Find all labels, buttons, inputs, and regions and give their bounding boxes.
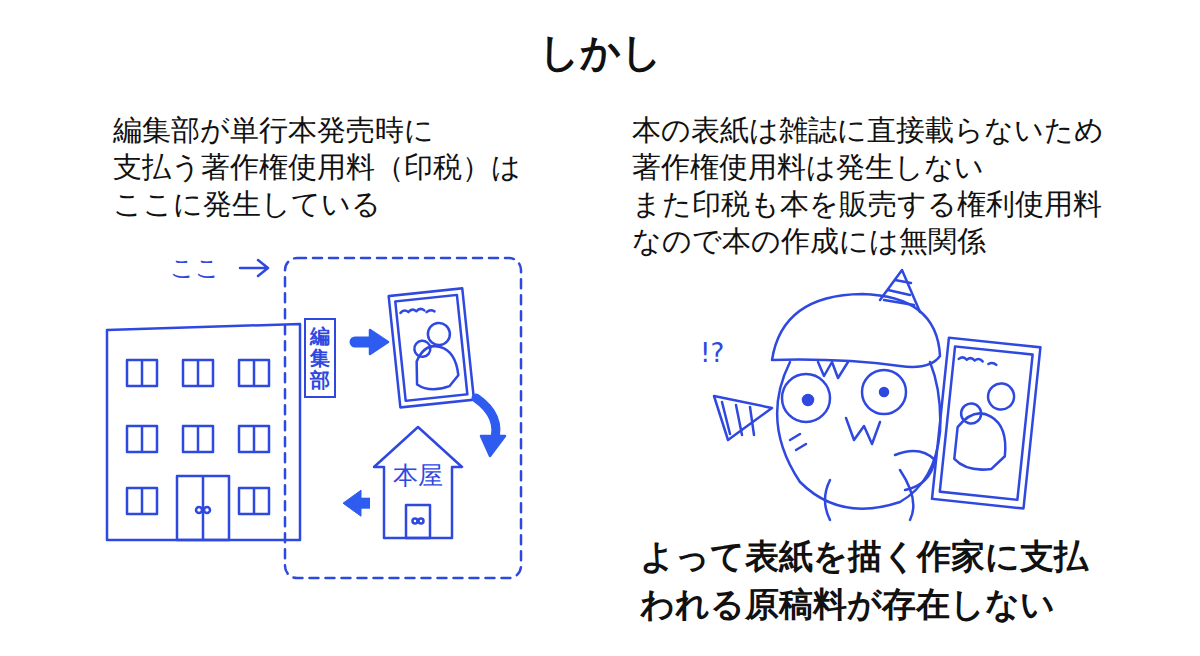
- book: [389, 288, 474, 407]
- sign-board: 編集部: [304, 318, 336, 398]
- window-bar: [141, 488, 144, 514]
- dashed-region: [285, 258, 521, 578]
- window: [183, 426, 213, 452]
- outline-group: [107, 324, 300, 540]
- shop-name: 本屋: [372, 461, 464, 491]
- door-knob: [413, 519, 418, 524]
- door-knob: [419, 519, 424, 524]
- window: [239, 360, 269, 386]
- window: [239, 488, 269, 514]
- building-outline: [107, 324, 300, 540]
- shop-node: 本屋: [372, 425, 464, 540]
- conclusion-text: よって表紙を描く作家に支払 われる原稿料が存在しない: [640, 532, 1088, 628]
- window-bar: [253, 488, 256, 514]
- pointer-arrow: [240, 260, 268, 276]
- character: [714, 270, 1040, 520]
- building-node: 編集部: [105, 318, 341, 542]
- pointer-label: ここ: [170, 254, 220, 282]
- door: [177, 476, 229, 540]
- window: [127, 488, 157, 514]
- door-knob: [196, 507, 202, 513]
- window: [127, 426, 157, 452]
- window: [183, 360, 213, 386]
- exclamation-mark: !?: [700, 338, 724, 368]
- door-knob: [204, 507, 210, 513]
- door: [406, 505, 430, 538]
- explanation-text: 編集部が単行本発売時に 支払う著作権使用料（印税）は ここに発生している: [113, 112, 521, 223]
- window: [127, 360, 157, 386]
- window-bar: [197, 360, 200, 386]
- window: [239, 426, 269, 452]
- explanation-text: 本の表紙は雑誌に直接載らないため 著作権使用料は発生しない また印税も本を販売す…: [632, 112, 1104, 260]
- title: しかし: [0, 28, 1200, 76]
- window-bar: [253, 426, 256, 452]
- window-bar: [141, 360, 144, 386]
- window-bar: [197, 426, 200, 452]
- arrow-shaft: [361, 498, 370, 509]
- arrow-head: [343, 490, 361, 516]
- window-bar: [141, 426, 144, 452]
- sign-text: 編集部: [310, 325, 330, 391]
- window-bar: [253, 360, 256, 386]
- flow-arrow: [343, 490, 370, 516]
